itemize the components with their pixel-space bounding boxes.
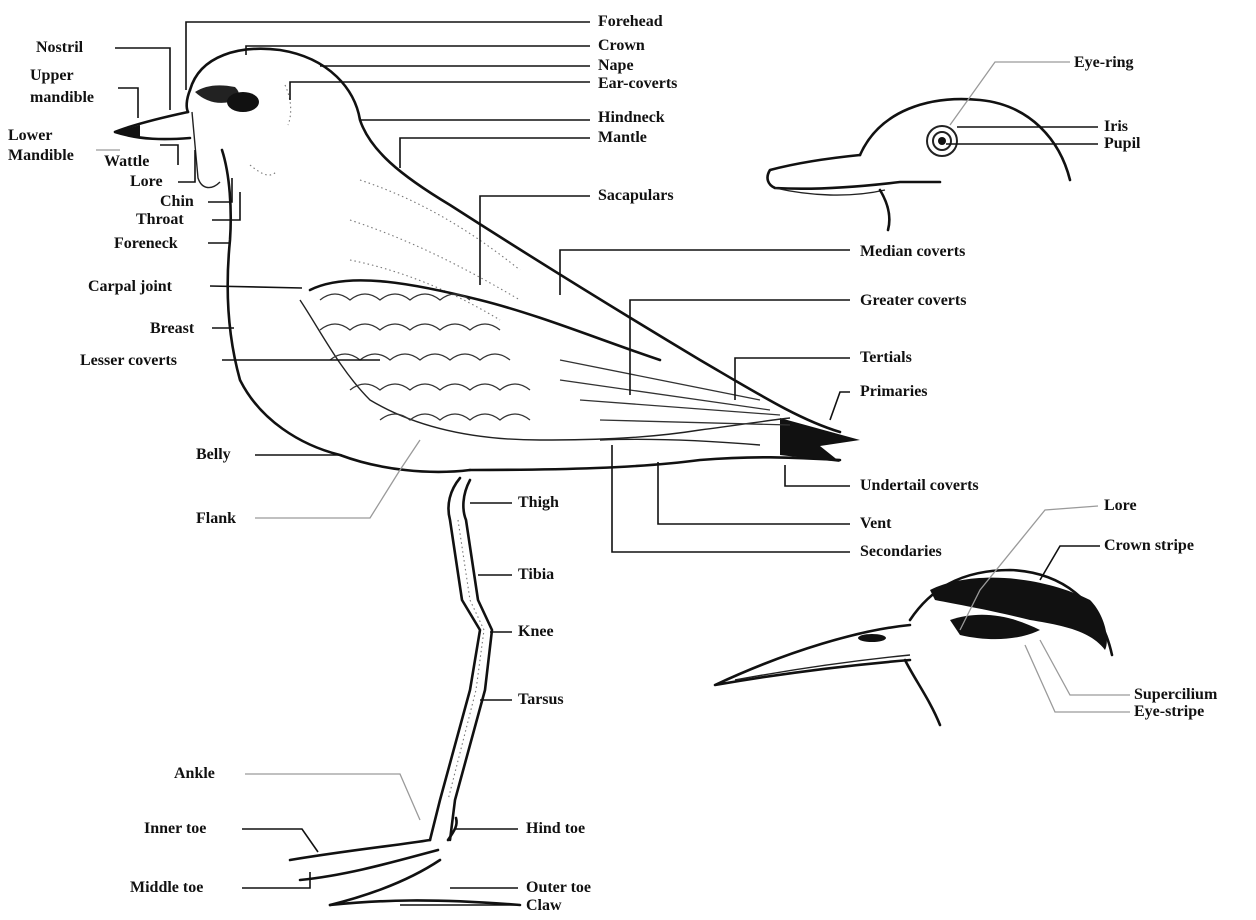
label-sacapulars: Sacapulars <box>598 187 674 204</box>
label-median-coverts: Median coverts <box>860 243 965 260</box>
label-crown: Crown <box>598 37 645 54</box>
label-foreneck: Foreneck <box>114 235 178 252</box>
label-tibia: Tibia <box>518 566 554 583</box>
label-wattle: Wattle <box>104 153 149 170</box>
label-eye-ring: Eye-ring <box>1074 54 1134 71</box>
label-stripe-lore: Lore <box>1104 497 1137 514</box>
label-forehead: Forehead <box>598 13 663 30</box>
label-ear-coverts: Ear-coverts <box>598 75 677 92</box>
label-iris: Iris <box>1104 118 1128 135</box>
label-crown-stripe: Crown stripe <box>1104 537 1194 554</box>
leg <box>290 478 520 905</box>
label-ankle: Ankle <box>174 765 215 782</box>
eye-head-labels: Eye-ring Iris Pupil <box>1074 54 1141 152</box>
label-belly: Belly <box>196 446 231 463</box>
eye-head-illustration <box>768 99 1070 230</box>
label-middle-toe: Middle toe <box>130 879 203 896</box>
label-eye-stripe: Eye-stripe <box>1134 703 1204 720</box>
label-supercilium: Supercilium <box>1134 686 1218 703</box>
leader-lines <box>96 22 1130 905</box>
main-bird-labels: Forehead Crown Nape Ear-coverts Hindneck… <box>8 13 979 914</box>
label-vent: Vent <box>860 515 892 532</box>
label-inner-toe: Inner toe <box>144 820 206 837</box>
label-knee: Knee <box>518 623 554 640</box>
label-undertail-coverts: Undertail coverts <box>860 477 979 494</box>
label-primaries: Primaries <box>860 383 928 400</box>
wing-feathers <box>320 294 790 425</box>
label-tertials: Tertials <box>860 349 912 366</box>
stripe-head-labels: Lore Crown stripe Supercilium Eye-stripe <box>1104 497 1218 720</box>
label-secondaries: Secondaries <box>860 543 942 560</box>
label-flank: Flank <box>196 510 236 527</box>
label-greater-coverts: Greater coverts <box>860 292 966 309</box>
label-hind-toe: Hind toe <box>526 820 585 837</box>
label-lesser-coverts: Lesser coverts <box>80 352 177 369</box>
label-hindneck: Hindneck <box>598 109 665 126</box>
label-nostril: Nostril <box>36 39 84 56</box>
label-chin: Chin <box>160 193 194 210</box>
label-tarsus: Tarsus <box>518 691 564 708</box>
main-bird-illustration <box>115 49 860 905</box>
label-breast: Breast <box>150 320 195 337</box>
label-carpal-joint: Carpal joint <box>88 278 173 295</box>
label-throat: Throat <box>136 211 184 228</box>
label-nape: Nape <box>598 57 634 74</box>
label-pupil: Pupil <box>1104 135 1141 152</box>
stripe-head-illustration <box>715 570 1112 725</box>
label-outer-toe: Outer toe <box>526 879 591 896</box>
label-claw: Claw <box>526 897 562 914</box>
label-lore: Lore <box>130 173 163 190</box>
label-mantle: Mantle <box>598 129 647 146</box>
label-thigh: Thigh <box>518 494 559 511</box>
